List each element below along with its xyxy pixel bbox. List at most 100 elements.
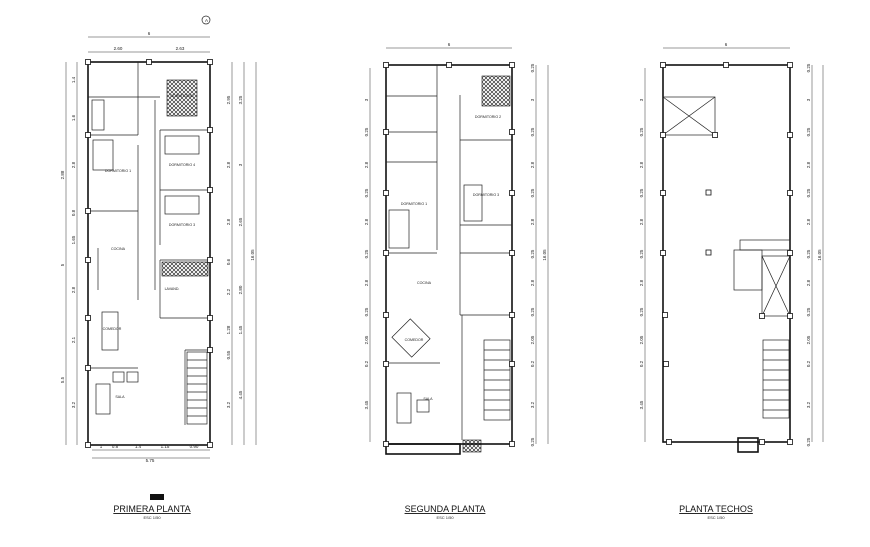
bed-1 bbox=[92, 139, 114, 171]
column bbox=[207, 257, 213, 263]
section-marker: A bbox=[205, 18, 208, 23]
column bbox=[207, 315, 213, 321]
dimension-label: 6 bbox=[148, 31, 151, 36]
dimension-label: 0.25 bbox=[364, 188, 369, 197]
dimension-label: 2.8 bbox=[639, 279, 644, 286]
dimension-label: 2.63 bbox=[176, 46, 185, 51]
plan-title: PRIMERA PLANTA bbox=[113, 504, 190, 514]
column bbox=[207, 59, 213, 65]
room-label: COCINA bbox=[417, 281, 432, 285]
dimension-label: 1 bbox=[100, 444, 103, 449]
dimension-label: 0.25 bbox=[364, 307, 369, 316]
plan-primera-planta: A bbox=[65, 15, 257, 500]
dimension-label: 0.25 bbox=[639, 307, 644, 316]
column bbox=[509, 361, 515, 367]
room-label: DORMITORIO 1 bbox=[105, 169, 131, 173]
dimension-label: 2.8 bbox=[806, 218, 811, 225]
dimension-label: 0.25 bbox=[364, 127, 369, 136]
dimension-label: 3 bbox=[530, 98, 535, 101]
column bbox=[787, 439, 793, 445]
dimension-label: 3.2 bbox=[71, 401, 76, 408]
armchair bbox=[126, 371, 139, 383]
dimension-label: 2.65 bbox=[238, 217, 243, 226]
room-label: DORMITORIO 4 bbox=[169, 163, 195, 167]
dimension-label: 2.05 bbox=[364, 335, 369, 344]
dimension-label: 16.05 bbox=[542, 249, 547, 261]
dimension-lines bbox=[644, 47, 824, 442]
column bbox=[383, 62, 389, 68]
dimension-label: 0.6 bbox=[226, 258, 231, 265]
column bbox=[146, 59, 152, 65]
dimension-label: 3.2 bbox=[226, 401, 231, 408]
roof-opening bbox=[662, 96, 716, 136]
column bbox=[85, 442, 91, 448]
dimension-label: 5.75 bbox=[146, 458, 155, 463]
room-label: COMEDOR bbox=[103, 327, 122, 331]
room-label: DORMITORIO 3 bbox=[169, 223, 195, 227]
dimension-label: 3 bbox=[238, 163, 243, 166]
column bbox=[509, 129, 515, 135]
dimension-label: 16.05 bbox=[817, 249, 822, 261]
bed-1 bbox=[388, 209, 410, 249]
column bbox=[85, 208, 91, 214]
column bbox=[509, 250, 515, 256]
room-label: DORMITORIO 2 bbox=[475, 115, 501, 119]
dimension-label: 2.8 bbox=[806, 279, 811, 286]
dimension-label: 0.25 bbox=[364, 249, 369, 258]
column bbox=[509, 312, 515, 318]
column bbox=[705, 249, 712, 256]
column bbox=[723, 62, 729, 68]
dimension-label: 3 bbox=[364, 98, 369, 101]
plan-techos bbox=[644, 47, 824, 453]
dimension-label: 2.8 bbox=[71, 286, 76, 293]
room-label: DORMITORIO 1 bbox=[401, 202, 427, 206]
sofa bbox=[396, 392, 412, 424]
dimension-label: 4.45 bbox=[238, 390, 243, 399]
room-label: SALA bbox=[423, 397, 433, 401]
dimension-label: 1.28 bbox=[226, 325, 231, 334]
section-marker-circle bbox=[201, 15, 211, 25]
column bbox=[85, 315, 91, 321]
dimension-label: 2.8 bbox=[226, 161, 231, 168]
dimension-label: 3 bbox=[806, 98, 811, 101]
dimension-label: 2.8 bbox=[530, 161, 535, 168]
bed-hatch bbox=[481, 75, 511, 107]
column bbox=[383, 441, 389, 447]
interior-walls bbox=[386, 65, 512, 440]
bed-3 bbox=[463, 184, 483, 222]
column bbox=[85, 365, 91, 371]
bed-4 bbox=[164, 135, 200, 155]
dimension-label: 2.05 bbox=[530, 335, 535, 344]
dimension-label: 3.25 bbox=[238, 95, 243, 104]
column bbox=[383, 190, 389, 196]
column bbox=[787, 313, 793, 319]
column bbox=[666, 439, 672, 445]
room-label: DORMITORIO bbox=[170, 94, 193, 98]
dimension-label: 3.45 bbox=[639, 400, 644, 409]
column bbox=[383, 312, 389, 318]
dimension-label: 0.25 bbox=[806, 63, 811, 72]
column bbox=[660, 132, 666, 138]
dimension-label: 0.25 bbox=[806, 437, 811, 446]
dimension-label: 2.1 bbox=[71, 336, 76, 343]
dimension-lines bbox=[369, 47, 549, 444]
dimension-label: 0.25 bbox=[530, 127, 535, 136]
north-arrow-icon bbox=[150, 494, 164, 500]
dimension-label: 0.25 bbox=[530, 188, 535, 197]
column bbox=[446, 62, 452, 68]
dimension-label: 5.5 bbox=[60, 376, 65, 383]
dimension-label: 1.4 bbox=[71, 76, 76, 83]
column bbox=[509, 441, 515, 447]
dimension-label: 2.88 bbox=[60, 170, 65, 179]
sofa bbox=[95, 383, 111, 415]
column bbox=[383, 250, 389, 256]
dimension-label: 0.2 bbox=[639, 360, 644, 367]
dimension-label: 0.2 bbox=[806, 360, 811, 367]
stair-exit bbox=[737, 437, 759, 453]
column bbox=[509, 190, 515, 196]
room-label: LAVAND. bbox=[165, 287, 180, 291]
dimension-label: 0.25 bbox=[639, 127, 644, 136]
column bbox=[85, 132, 91, 138]
washer bbox=[91, 99, 105, 131]
dimension-label: 1.45 bbox=[238, 325, 243, 334]
